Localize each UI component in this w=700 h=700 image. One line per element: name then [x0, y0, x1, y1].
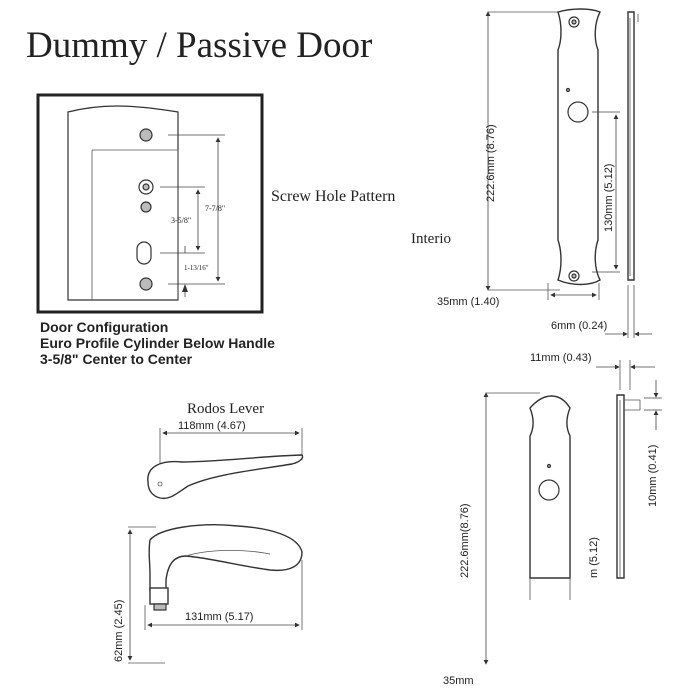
plate-top-center: 130mm (5.12) — [603, 164, 615, 232]
plate-top-width: 35mm (1.40) — [437, 296, 499, 308]
dim-total-spacing: 7-7/8" — [205, 204, 225, 213]
screw-hole-pattern-label: Screw Hole Pattern — [271, 188, 395, 205]
config-line-2: Euro Profile Cylinder Below Handle — [40, 335, 275, 351]
plate-bottom-offset: 10mm (0.41) — [647, 445, 659, 507]
plate-bottom-width: 35mm — [443, 675, 474, 687]
config-line-1: Door Configuration — [40, 319, 168, 335]
plate-top-height: 222.6mm (8.76) — [485, 124, 497, 202]
screw-hole-top — [139, 128, 153, 142]
lever-title: Rodos Lever — [187, 401, 264, 417]
cylinder-slot — [136, 241, 152, 265]
plate-bottom-height: 222.6mm(8.76) — [459, 503, 471, 578]
lever-side-view — [148, 524, 303, 591]
page-title: Dummy / Passive Door — [26, 25, 372, 66]
plate-top-depth: 6mm (0.24) — [551, 320, 607, 332]
dim-center-spacing: 3-5/8" — [171, 216, 191, 225]
interior-label: Interio — [411, 231, 451, 247]
rodos-lever-drawing: Rodos Lever 118mm (4.67) 62mm (2.45) 131… — [113, 401, 304, 664]
lever-length-bottom: 131mm (5.17) — [185, 611, 253, 623]
dim-bottom-spacing: 1-13/16" — [184, 264, 209, 272]
lever-height: 62mm (2.45) — [113, 600, 125, 662]
screw-hole-bottom — [139, 277, 153, 291]
lever-length-top: 118mm (4.67) — [178, 420, 246, 432]
plate-bottom-center: m (5.12) — [588, 537, 600, 578]
lever-top-view — [147, 454, 304, 500]
backplate-bottom-view: 11mm (0.43) 222.6mm(8.76) 10mm (0.41) m … — [443, 352, 662, 687]
screw-hole-pattern-panel: 7-7/8" 3-5/8" 1-13/16" — [36, 93, 264, 314]
plate-bottom-depth: 11mm (0.43) — [530, 352, 592, 364]
config-line-3: 3-5/8" Center to Center — [40, 351, 193, 367]
screw-hole-mid — [140, 201, 152, 213]
backplate-top-view: 222.6mm (8.76) 130mm (5.12) 35mm (1.40) … — [437, 8, 652, 338]
